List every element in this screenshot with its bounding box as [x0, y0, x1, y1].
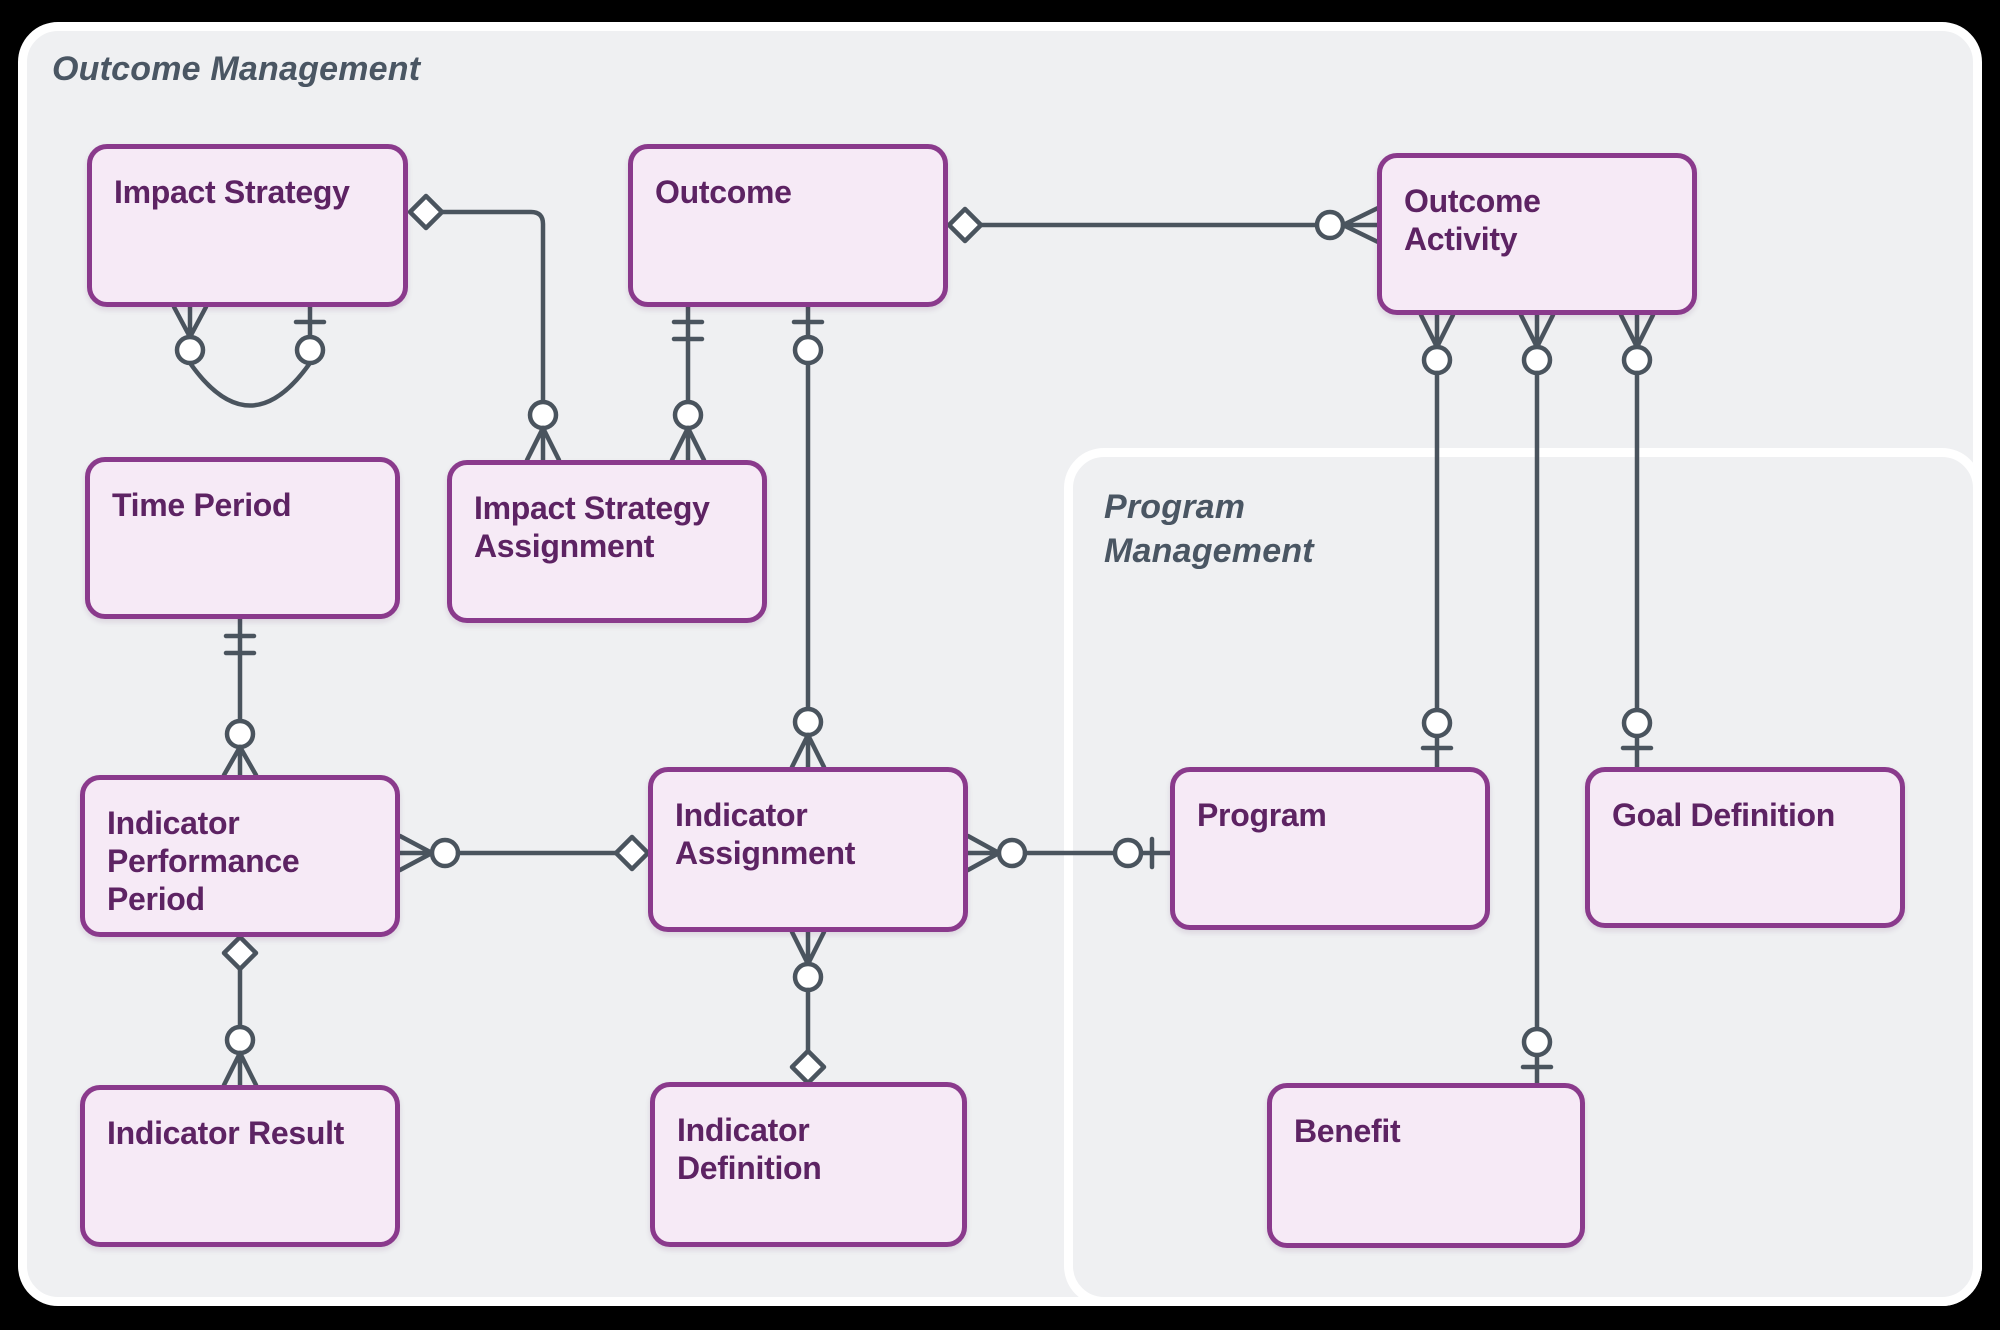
- entity-label: Outcome Activity: [1404, 183, 1541, 257]
- entity-outcome-activity: Outcome Activity: [1377, 153, 1697, 315]
- entity-label: Program: [1197, 797, 1327, 833]
- entity-indicator-result: Indicator Result: [80, 1085, 400, 1247]
- entity-impact-strategy-assignment: Impact Strategy Assignment: [447, 460, 767, 623]
- entity-indicator-definition: Indicator Definition: [650, 1082, 967, 1247]
- entity-label: Benefit: [1294, 1113, 1401, 1149]
- entity-label: Indicator Definition: [677, 1112, 822, 1186]
- entity-label: Goal Definition: [1612, 797, 1836, 833]
- entity-benefit: Benefit: [1267, 1083, 1585, 1248]
- entity-label: Impact Strategy Assignment: [474, 490, 710, 564]
- entity-label: Indicator Performance Period: [107, 805, 300, 917]
- program-management-title: Program Management: [1104, 488, 1314, 570]
- entity-program: Program: [1170, 767, 1490, 930]
- entity-label: Time Period: [112, 487, 292, 523]
- entity-outcome: Outcome: [628, 144, 948, 307]
- entity-label: Impact Strategy: [114, 174, 350, 210]
- entity-label: Indicator Result: [107, 1115, 345, 1151]
- entity-goal-definition: Goal Definition: [1585, 767, 1905, 928]
- entity-indicator-performance-period: Indicator Performance Period: [80, 775, 400, 937]
- entity-label: Outcome: [655, 174, 792, 210]
- entity-label: Indicator Assignment: [675, 797, 856, 871]
- outcome-management-title: Outcome Management: [52, 50, 421, 88]
- entity-impact-strategy: Impact Strategy: [87, 144, 408, 307]
- entity-indicator-assignment: Indicator Assignment: [648, 767, 968, 932]
- entity-time-period: Time Period: [85, 457, 400, 619]
